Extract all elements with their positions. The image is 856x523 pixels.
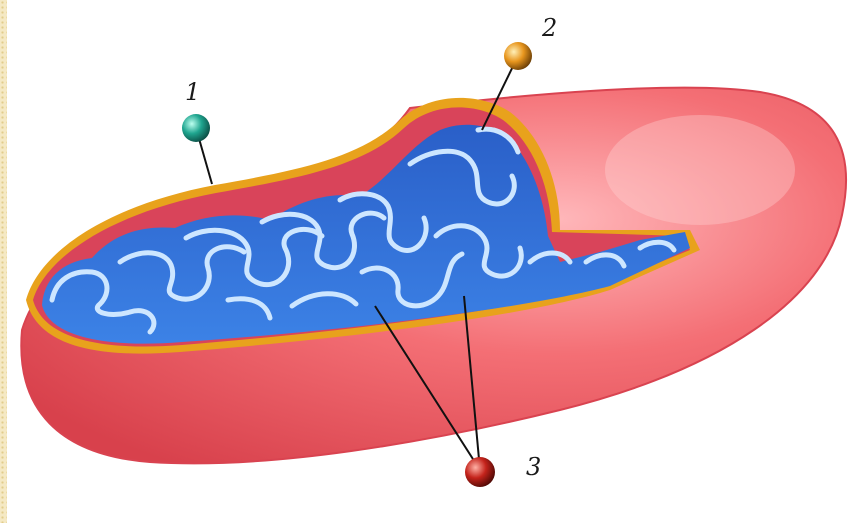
label-pin-1: [182, 114, 210, 142]
label-number-3: 3: [526, 455, 541, 479]
label-pin-2: [504, 42, 532, 70]
label-pin-3: [465, 457, 495, 487]
label-number-1: 1: [185, 80, 200, 104]
label-number-2: 2: [542, 16, 557, 40]
membrane-highlight: [605, 115, 795, 225]
